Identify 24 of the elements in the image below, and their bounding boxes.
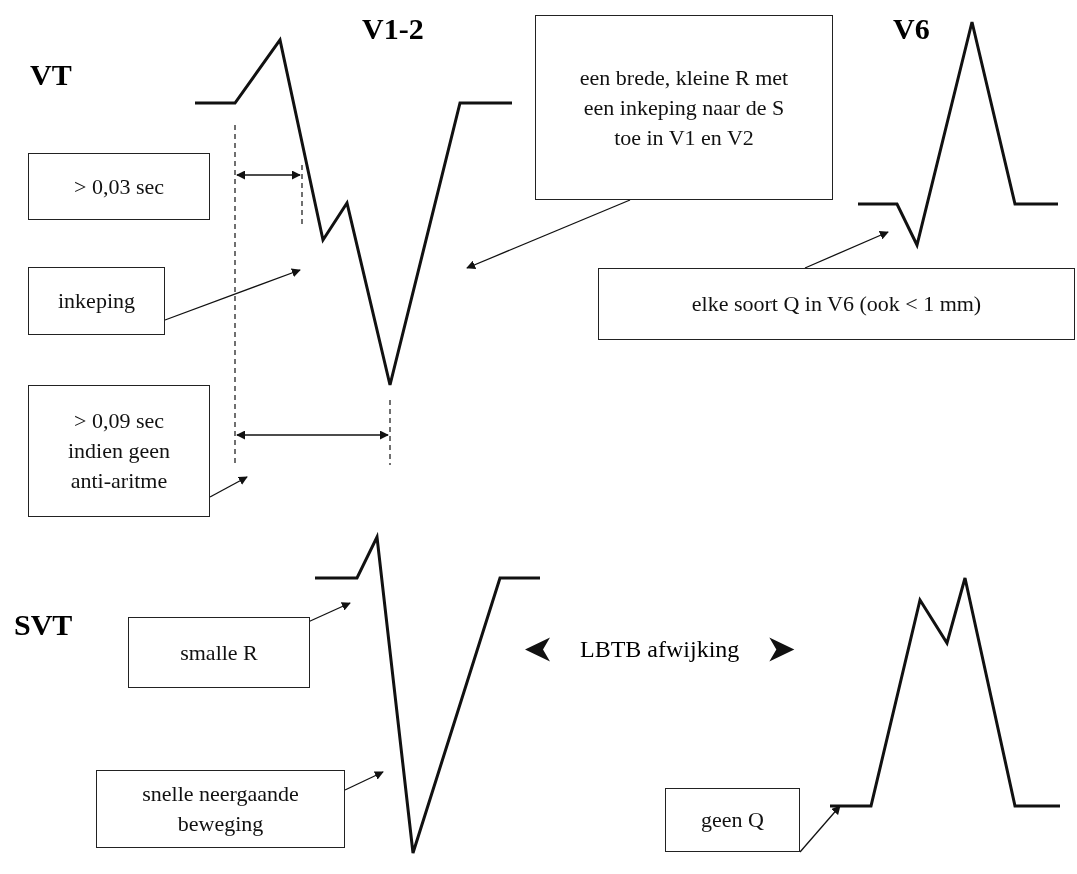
chevron-arrow bbox=[525, 637, 550, 662]
leader-line bbox=[209, 476, 248, 498]
chevron-arrow bbox=[769, 637, 795, 662]
leader-line bbox=[799, 805, 841, 853]
leader-line bbox=[804, 231, 889, 269]
callout-box: snelle neergaande beweging bbox=[96, 770, 345, 848]
lead-label: SVT bbox=[14, 608, 73, 642]
lead-label: V1-2 bbox=[362, 12, 424, 46]
ecg-waveform-drawing bbox=[830, 576, 1060, 808]
leader-line bbox=[466, 199, 631, 270]
lead-label: VT bbox=[30, 58, 72, 92]
ecg-waveform-drawing bbox=[315, 531, 540, 855]
leader-line bbox=[344, 771, 384, 791]
callout-box: elke soort Q in V6 (ook < 1 mm) bbox=[598, 268, 1075, 340]
callout-box: geen Q bbox=[665, 788, 800, 852]
callout-box: smalle R bbox=[128, 617, 310, 688]
callout-box: inkeping bbox=[28, 267, 165, 335]
ecg-waveform-drawing bbox=[858, 20, 1058, 250]
callout-box: > 0,03 sec bbox=[28, 153, 210, 220]
callout-box: > 0,09 sec indien geen anti-aritme bbox=[28, 385, 210, 517]
lead-label: V6 bbox=[893, 12, 930, 46]
annotation-text: LBTB afwijking bbox=[580, 636, 740, 663]
callout-box: een brede, kleine R met een inkeping naar de S toe in V1 en V2 bbox=[535, 15, 833, 200]
leader-line bbox=[164, 268, 301, 321]
